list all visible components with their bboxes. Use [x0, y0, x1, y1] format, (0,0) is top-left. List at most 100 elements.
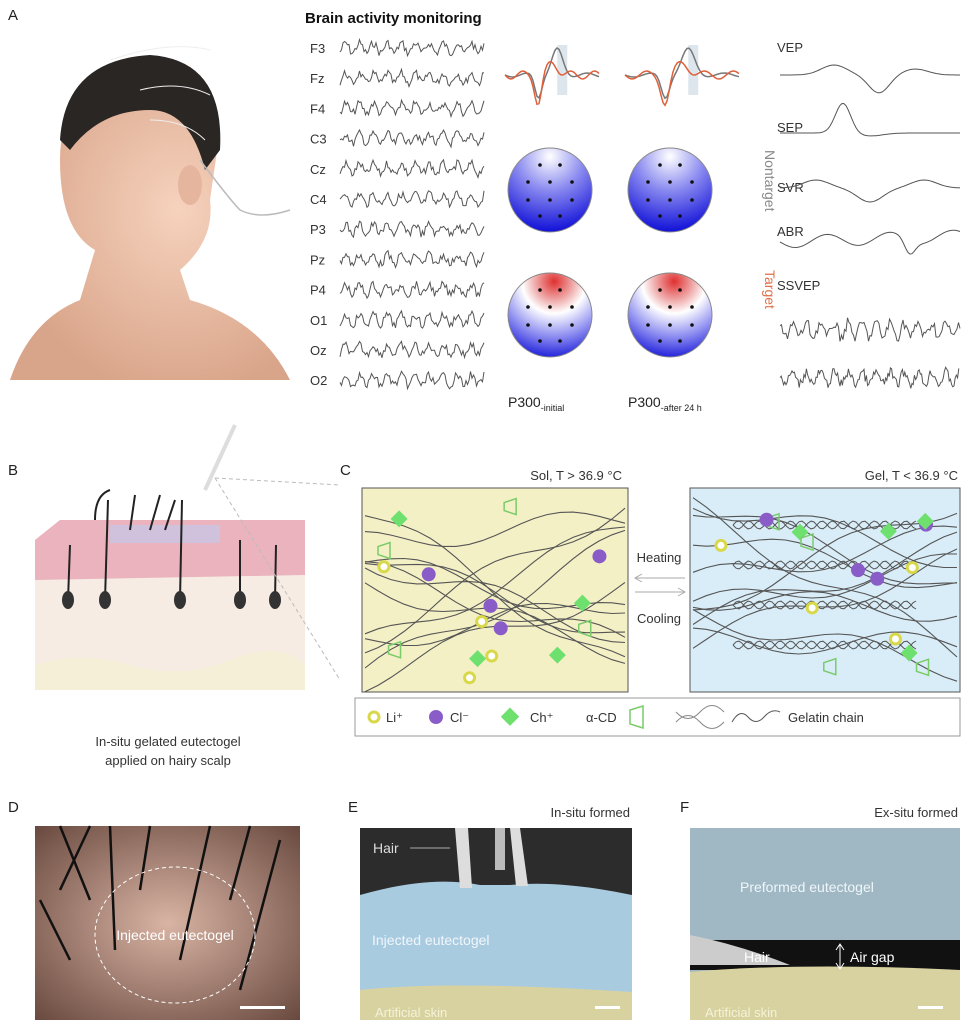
erp-nontarget-line: [504, 46, 600, 100]
channel-label: O1: [310, 313, 327, 328]
electrode-dot: [678, 339, 682, 343]
electrode-dot: [668, 180, 672, 184]
channel-label: P3: [310, 222, 326, 237]
electrode-dot: [558, 339, 562, 343]
evoked-label: VEP: [777, 40, 803, 55]
electrode-dot: [548, 180, 552, 184]
sol-title: Sol, T > 36.9 °C: [530, 468, 622, 483]
electrode-dot: [690, 305, 694, 309]
electrode-dot: [570, 180, 574, 184]
eeg-trace: [339, 220, 485, 239]
cl-ion: [493, 621, 508, 636]
triple-helix: [732, 640, 917, 650]
electrode-dot: [538, 163, 542, 167]
evoked-label: SVR: [777, 180, 804, 195]
injected-gel-label: Injected eutectogel: [372, 932, 490, 948]
scalp-caption-line1: In-situ gelated eutectogel: [95, 734, 240, 749]
artificial-skin-label-e: Artificial skin: [375, 1005, 447, 1020]
gelatin-chain: [364, 515, 626, 658]
electrode-dot: [668, 198, 672, 202]
electrode-dot: [690, 198, 694, 202]
eeg-trace: [339, 340, 485, 360]
scale-bar: [595, 1006, 620, 1009]
electrode-dot: [646, 305, 650, 309]
eeg-trace: [339, 98, 485, 119]
hair-label: Hair: [373, 840, 399, 856]
electrode-dot: [538, 288, 542, 292]
electrode-dot: [570, 198, 574, 202]
electrode-dot: [658, 288, 662, 292]
evoked-trace: [780, 102, 960, 137]
panel-label-b: B: [8, 462, 18, 479]
channel-label: F3: [310, 41, 325, 56]
ch-ion: [879, 522, 897, 540]
cyclodextrin: [387, 640, 402, 659]
electrode-dot: [548, 198, 552, 202]
li-ion: [888, 632, 902, 646]
li-ion: [485, 649, 499, 663]
electrode-dot: [658, 339, 662, 343]
electrode-dot: [558, 163, 562, 167]
ex-situ-render: [690, 828, 960, 1020]
erp-target-line: [624, 61, 740, 107]
panel-label-c: C: [340, 462, 351, 479]
eeg-trace: [339, 370, 485, 391]
legend: Li⁺ Cl⁻ Ch⁺ α-CD Gelatin chain: [354, 697, 961, 737]
topomap-target-initial: [507, 272, 593, 358]
ex-situ-title: Ex-situ formed: [874, 805, 958, 820]
erp-target-line: [504, 60, 600, 106]
artificial-skin-label-f: Artificial skin: [705, 1005, 777, 1020]
gelatin-chain: [692, 627, 958, 655]
electrode-dot: [558, 288, 562, 292]
electrode-dot: [646, 180, 650, 184]
li-ion: [905, 561, 919, 575]
legend-gelatin: Gelatin chain: [788, 710, 864, 725]
cl-ion: [483, 598, 498, 613]
li-ion: [377, 560, 391, 574]
electrode-dot: [678, 163, 682, 167]
topomap-nontarget-initial: [507, 147, 593, 233]
electrode-dot: [548, 305, 552, 309]
li-ion-icon: [367, 710, 381, 724]
gelatin-chain: [692, 525, 958, 573]
nontarget-label: Nontarget: [762, 150, 778, 212]
channel-label: C4: [310, 192, 327, 207]
electrode-dot: [570, 305, 574, 309]
evoked-label: ABR: [777, 224, 804, 239]
cl-ion: [592, 549, 607, 564]
gelatin-chain: [692, 538, 958, 589]
panel-label-f: F: [680, 799, 689, 816]
cl-ion-icon: [429, 710, 443, 724]
electrode-dot: [538, 339, 542, 343]
in-situ-render: [360, 828, 632, 1020]
ssvep-trace: [779, 317, 961, 342]
eeg-trace: [339, 309, 485, 329]
p300-after-label: P300-after 24 h: [628, 394, 702, 413]
cyclodextrin: [800, 533, 814, 552]
channel-label: O2: [310, 373, 327, 388]
channel-label: Pz: [310, 252, 325, 267]
gelatin-chain: [364, 507, 626, 654]
legend-ch: Ch⁺: [530, 710, 553, 725]
legend-cl: Cl⁻: [450, 710, 469, 725]
ch-ion: [548, 646, 566, 664]
scale-bar: [240, 1006, 285, 1009]
panel-label-e: E: [348, 799, 358, 816]
electrode-dot: [526, 180, 530, 184]
electrode-dot: [526, 305, 530, 309]
p300-window: [557, 45, 568, 95]
scalp-caption-line2: applied on hairy scalp: [105, 753, 231, 768]
ch-ion: [916, 512, 934, 530]
electrode-dot: [668, 323, 672, 327]
ch-ion: [390, 510, 408, 528]
ch-ion: [900, 644, 918, 662]
cl-ion: [870, 571, 885, 586]
li-ion: [805, 601, 819, 615]
gelatin-chain: [692, 531, 958, 625]
legend-cd: α-CD: [586, 710, 617, 725]
eeg-trace: [339, 280, 485, 300]
evoked-trace: [779, 229, 961, 255]
gelatin-chain: [364, 529, 626, 669]
gelatin-chain: [364, 511, 626, 547]
